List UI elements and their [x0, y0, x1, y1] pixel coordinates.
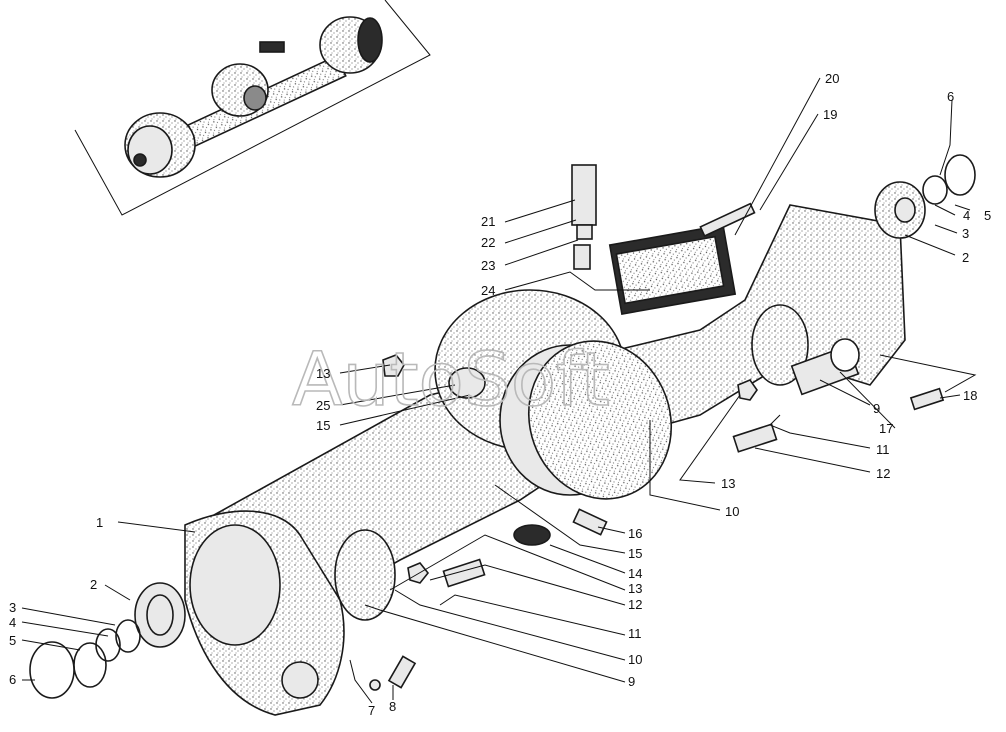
- callout-10-mid: 10: [725, 504, 739, 519]
- callout-11-lower: 11: [628, 626, 642, 641]
- watermark-text: AutoSoft: [292, 337, 610, 423]
- callout-2-left: 2: [90, 577, 97, 592]
- callout-12-right: 12: [876, 466, 890, 481]
- callout-16: 16: [628, 526, 642, 541]
- callout-1: 1: [96, 515, 103, 530]
- fasteners: [369, 164, 945, 691]
- callout-3-left: 3: [9, 600, 16, 615]
- callout-10-lower: 10: [628, 652, 642, 667]
- leader-lines: [21, 77, 977, 704]
- callout-13-upper: 13: [316, 366, 330, 381]
- callout-17: 17: [879, 421, 893, 436]
- callout-3-right: 3: [962, 226, 969, 241]
- callout-5-right: 5: [984, 208, 991, 223]
- callout-25: 25: [316, 398, 330, 413]
- callout-19: 19: [823, 107, 837, 122]
- callout-12-lower: 12: [628, 597, 642, 612]
- callout-4-right: 4: [963, 208, 970, 223]
- callout-22: 22: [481, 235, 495, 250]
- right-end-parts: [751, 154, 976, 396]
- callout-15-lower: 15: [628, 546, 642, 561]
- callout-5-left: 5: [9, 633, 16, 648]
- callout-9-lower: 9: [628, 674, 635, 689]
- callout-6-right: 6: [947, 89, 954, 104]
- callout-20-top: 20: [825, 71, 839, 86]
- inset-assembled-axle: [74, 0, 431, 216]
- callout-15-upper: 15: [316, 418, 330, 433]
- callout-8: 8: [389, 699, 396, 714]
- callout-21: 21: [481, 214, 495, 229]
- callout-6-left: 6: [9, 672, 16, 687]
- callout-23: 23: [481, 258, 495, 273]
- callout-labels: 20 19 6 5 4 3 2 21 22 23 24 18 13 25 15 …: [9, 71, 991, 718]
- callout-7: 7: [368, 703, 375, 718]
- callout-2-right: 2: [962, 250, 969, 265]
- callout-11-right: 11: [876, 442, 890, 457]
- callout-9-right: 9: [873, 401, 880, 416]
- callout-24: 24: [481, 283, 495, 298]
- callout-4-left: 4: [9, 615, 16, 630]
- left-flange: [29, 510, 396, 716]
- callout-13-lower: 13: [628, 581, 642, 596]
- callout-13-mid: 13: [721, 476, 735, 491]
- callout-14: 14: [628, 566, 642, 581]
- callout-18: 18: [963, 388, 977, 403]
